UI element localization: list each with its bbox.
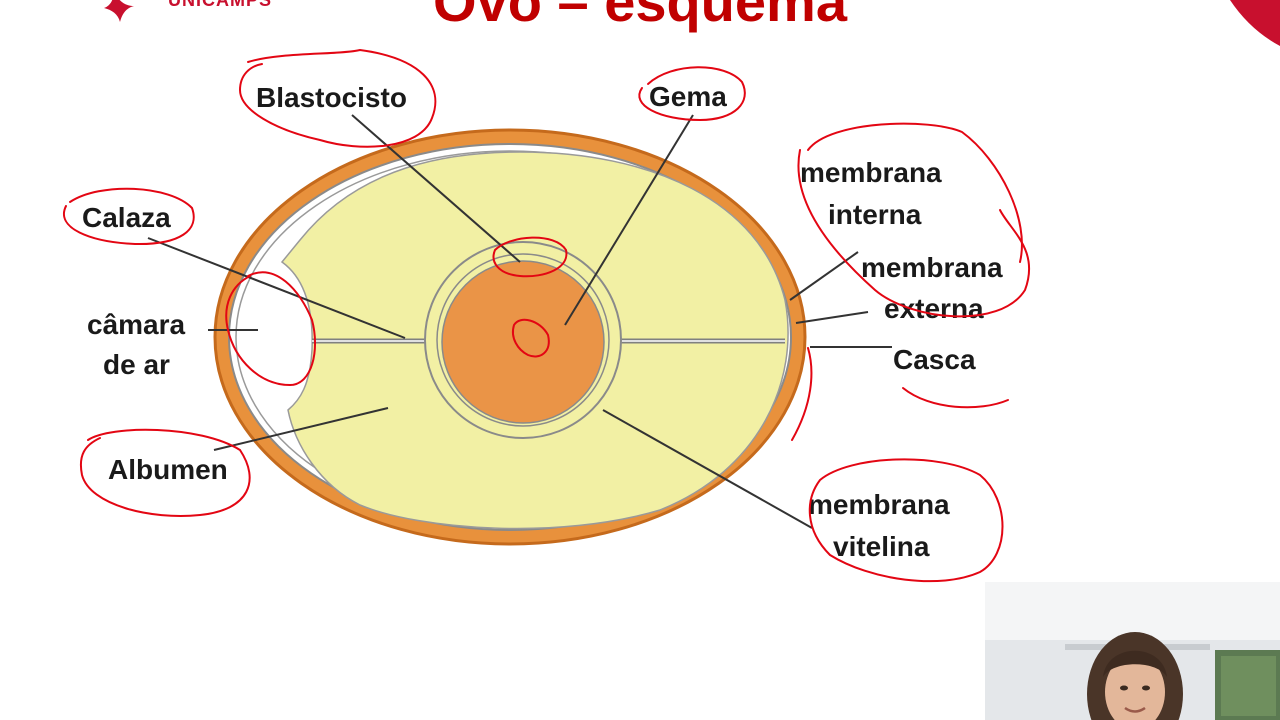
leader-membrana-externa <box>795 311 869 324</box>
circle-vitelina <box>808 458 1004 583</box>
slide-title: Ovo – esquema <box>433 0 847 33</box>
leader-blastocisto <box>351 114 521 263</box>
label-calaza: Calaza <box>82 202 171 233</box>
circle-albumen <box>80 428 251 517</box>
label-vitelina-line1: membrana <box>808 489 950 520</box>
label-gema: Gema <box>649 81 727 112</box>
label-membrana-interna-line1: membrana <box>800 157 942 188</box>
red-annotations <box>63 49 1031 583</box>
label-blastocisto: Blastocisto <box>256 82 407 113</box>
circle-camara <box>225 271 316 386</box>
label-camara-line2: de ar <box>103 349 170 380</box>
yolk <box>441 260 605 424</box>
label-casca: Casca <box>893 344 976 375</box>
presenter-video-icon <box>985 582 1280 720</box>
underline-casca <box>902 387 1009 409</box>
circle-blastocyst-spot <box>492 236 568 278</box>
logo <box>104 0 134 22</box>
logo-text: UNICAMPS <box>168 0 273 10</box>
leader-albumen <box>213 407 389 451</box>
label-membrana-interna-line2: interna <box>828 199 922 230</box>
label-membrana-externa-line1: membrana <box>861 252 1003 283</box>
mark-yolk-center <box>512 318 550 358</box>
label-camara-line1: câmara <box>87 309 186 340</box>
leader-lines <box>147 114 892 529</box>
leader-calaza <box>147 237 406 339</box>
label-albumen: Albumen <box>108 454 228 485</box>
leader-membrana-interna <box>789 251 859 301</box>
circle-membranas-combined <box>797 149 1031 318</box>
labels: Blastocisto Gema Calaza membrana interna… <box>82 81 1003 562</box>
leader-vitelina <box>602 409 813 529</box>
presenter-webcam <box>985 582 1280 720</box>
mark-shell-right <box>791 347 813 441</box>
circle-calaza <box>63 187 195 246</box>
label-membrana-externa-line2: externa <box>884 293 984 324</box>
logo-mark <box>104 0 134 22</box>
leader-gema <box>564 114 694 326</box>
circle-membrana-interna <box>807 122 1023 263</box>
circle-blastocisto <box>239 49 437 148</box>
label-vitelina-line2: vitelina <box>833 531 930 562</box>
circle-gema <box>638 66 746 121</box>
corner-decoration <box>1230 0 1280 46</box>
egg <box>213 128 807 546</box>
